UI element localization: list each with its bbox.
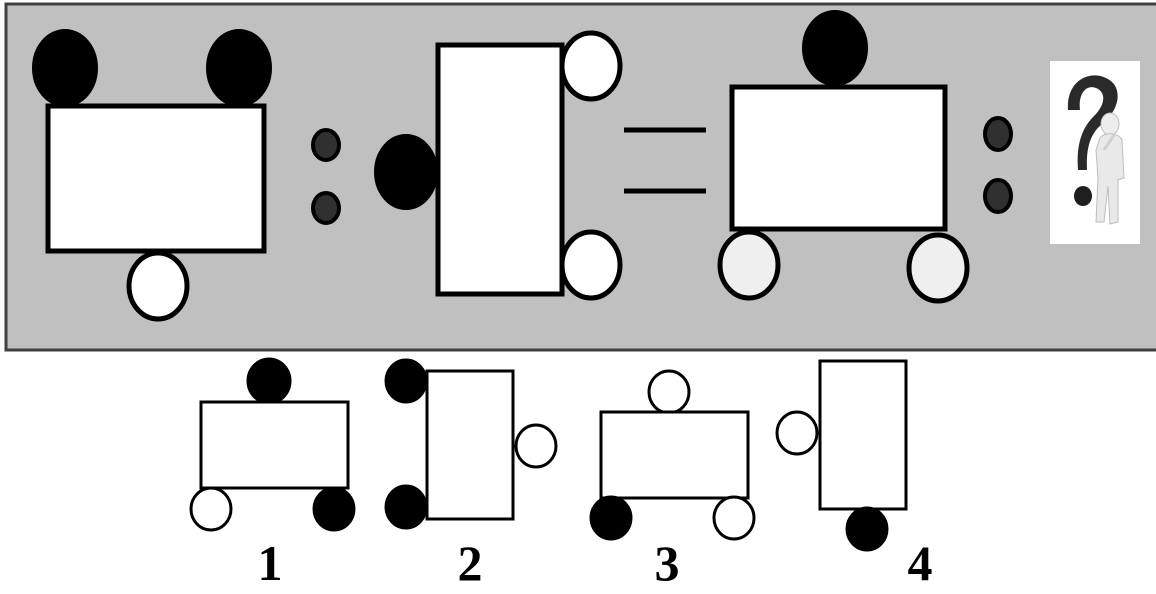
- option-1-dot-bottom-left: [189, 486, 233, 532]
- option-3-label[interactable]: 3: [654, 535, 680, 591]
- option-4-dot-bottom: [845, 506, 889, 552]
- option-1-label[interactable]: 1: [257, 535, 283, 591]
- option-4-box: [818, 359, 908, 511]
- option-4[interactable]: [775, 359, 908, 552]
- figure-a-dot-bottom: [126, 250, 190, 322]
- figure-c-dot-bottom-right: [906, 232, 970, 304]
- figure-c-dot-top: [802, 10, 868, 86]
- option-2-dot-top-left: [384, 358, 428, 404]
- figure-b-dot-top-right: [559, 30, 623, 102]
- option-2-label[interactable]: 2: [457, 535, 483, 591]
- option-2-dot-bottom-left: [384, 484, 428, 530]
- option-4-dot-left: [775, 410, 819, 456]
- option-3-dot-bottom-left: [589, 495, 633, 541]
- option-1[interactable]: [189, 357, 356, 532]
- figure-b-box: [435, 42, 565, 297]
- figure-c-box: [729, 84, 948, 232]
- option-2[interactable]: [384, 358, 558, 530]
- option-3[interactable]: [589, 369, 756, 541]
- figure-a-dot-top-left: [32, 29, 98, 107]
- figure-b-dot-left: [374, 134, 438, 210]
- option-3-box: [599, 410, 750, 500]
- equals-sign: [624, 127, 706, 194]
- figure-c: [717, 10, 970, 304]
- figure-a: [32, 29, 272, 322]
- figure-a-dot-top-right: [206, 29, 272, 107]
- ratio-colon-2: [983, 116, 1013, 214]
- option-1-dot-top: [246, 357, 292, 405]
- figure-a-box: [45, 103, 267, 254]
- option-1-dot-bottom-right: [312, 486, 356, 532]
- option-4-label[interactable]: 4: [907, 535, 933, 591]
- option-3-dot-top: [647, 369, 691, 415]
- question-mark-figure-icon: [1050, 61, 1140, 244]
- figure-b: [374, 30, 623, 301]
- figure-c-dot-bottom-left: [717, 229, 781, 301]
- option-2-box: [425, 369, 515, 521]
- figure-b-dot-bottom-right: [559, 229, 623, 301]
- option-2-dot-right: [514, 423, 558, 469]
- option-1-box: [199, 400, 350, 490]
- option-3-dot-bottom-right: [712, 495, 756, 541]
- ratio-colon-1: [311, 128, 341, 225]
